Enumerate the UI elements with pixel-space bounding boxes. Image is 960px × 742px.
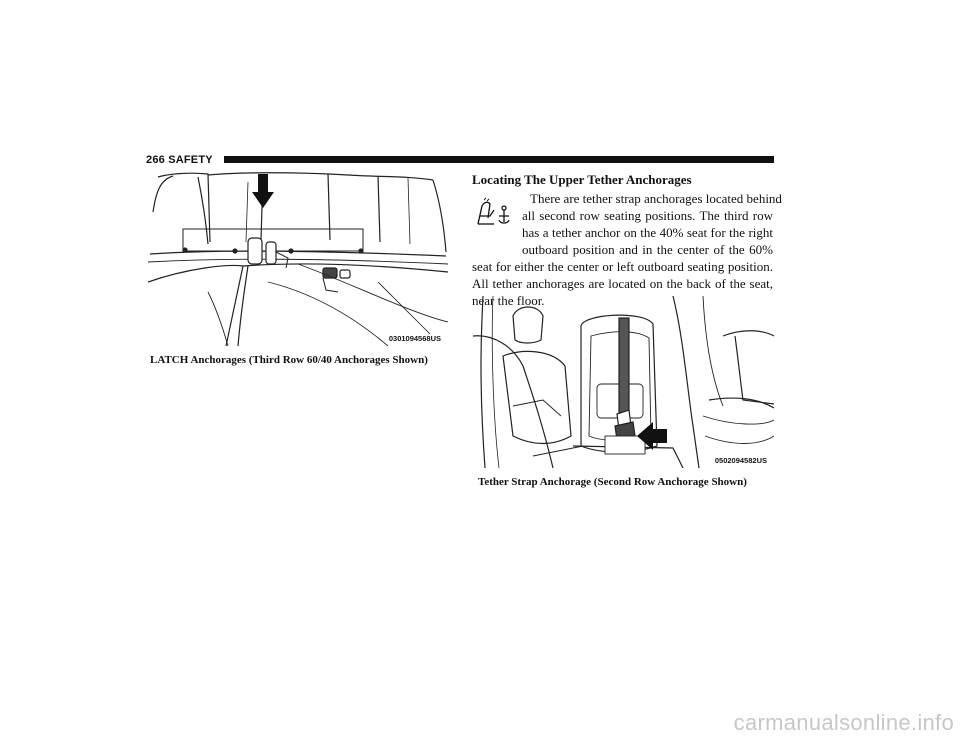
tether-strap-figure: 0502094582US [473,296,774,468]
paragraph-line-2: all second row seating positions. The th… [522,208,773,223]
second-row-seat-illustration [473,296,774,468]
figure-caption: LATCH Anchorages (Third Row 60/40 Anchor… [150,354,428,366]
page-header: 266 SAFETY [146,153,774,167]
section-heading: Locating The Upper Tether Anchorages [472,172,692,187]
paragraph-line-1: There are tether strap anchorages locate… [530,191,782,206]
watermark-text: carmanualsonline.info [733,710,954,735]
paragraph-line-6: All tether anchorages are located on the… [472,276,773,291]
header-rule [224,156,774,163]
paragraph-line-3: has a tether anchor on the 40% seat for … [522,225,773,240]
paragraph-line-5: seat for either the center or left outbo… [472,259,773,274]
paragraph-line-7: near the floor. [472,293,545,308]
figure-code: 0301094568US [387,334,442,343]
page-number-section: 266 SAFETY [146,154,213,166]
third-row-seats-illustration [148,172,448,346]
latch-anchorages-figure: 0301094568US [148,172,448,346]
paragraph-line-4: outboard position and in the center of t… [522,242,773,257]
figure-caption: Tether Strap Anchorage (Second Row Ancho… [478,476,747,488]
child-seat-tether-icon [474,196,514,228]
figure-code: 0502094582US [713,456,768,465]
